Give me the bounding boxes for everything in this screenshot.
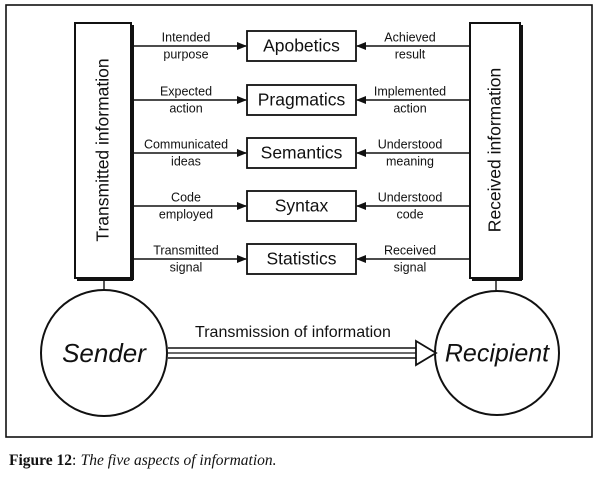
aspect-name-apobetics: Apobetics [263,36,340,56]
left-label-statistics-1: Transmitted [153,243,219,257]
received-information-box [469,22,521,279]
right-label-semantics-2: meaning [386,154,434,168]
left-label-semantics-1: Communicated [144,137,228,151]
aspect-name-syntax: Syntax [275,196,329,216]
transmission-arrow [168,339,438,367]
left-label-apobetics-2: purpose [163,47,208,61]
left-label-pragmatics-2: action [169,101,202,115]
figure-separator: : [72,452,77,469]
right-label-statistics-2: signal [394,260,427,274]
diagram-frame [5,4,593,438]
right-label-apobetics-2: result [395,47,426,61]
aspect-name-semantics: Semantics [261,143,343,163]
aspect-name-pragmatics: Pragmatics [258,90,346,110]
left-label-pragmatics-1: Expected [160,84,212,98]
figure-caption-text: The five aspects of information. [80,452,277,469]
aspect-name-statistics: Statistics [266,249,336,269]
left-label-statistics-2: signal [170,260,203,274]
transmission-label: Transmission of information [195,324,391,341]
right-label-pragmatics-2: action [393,101,426,115]
aspect-rows: Apobetics Intended purpose Achieved resultPr… [134,30,469,275]
received-information-label: Received information [485,68,505,232]
sender-label: Sender [62,338,147,368]
left-label-apobetics-1: Intended [162,30,211,44]
right-label-syntax-2: code [396,207,423,221]
left-label-syntax-1: Code [171,190,201,204]
sender-circle [40,289,168,417]
right-label-semantics-1: Understood [378,137,443,151]
figure-label: Figure 12 [9,452,72,469]
right-label-pragmatics-1: Implemented [374,84,446,98]
recipient-label: Recipient [445,340,550,368]
right-label-statistics-1: Received [384,243,436,257]
figure-caption: Figure 12: The five aspects of informati… [9,452,277,470]
right-label-apobetics-1: Achieved [384,30,435,44]
transmitted-information-label: Transmitted information [93,58,113,241]
aspect-box-pragmatics [246,84,357,116]
right-label-syntax-1: Understood [378,190,443,204]
five-aspects-diagram: Transmitted information Received informa… [5,4,593,438]
transmitted-information-box [74,22,132,279]
left-label-syntax-2: employed [159,207,213,221]
left-label-semantics-2: ideas [171,154,201,168]
